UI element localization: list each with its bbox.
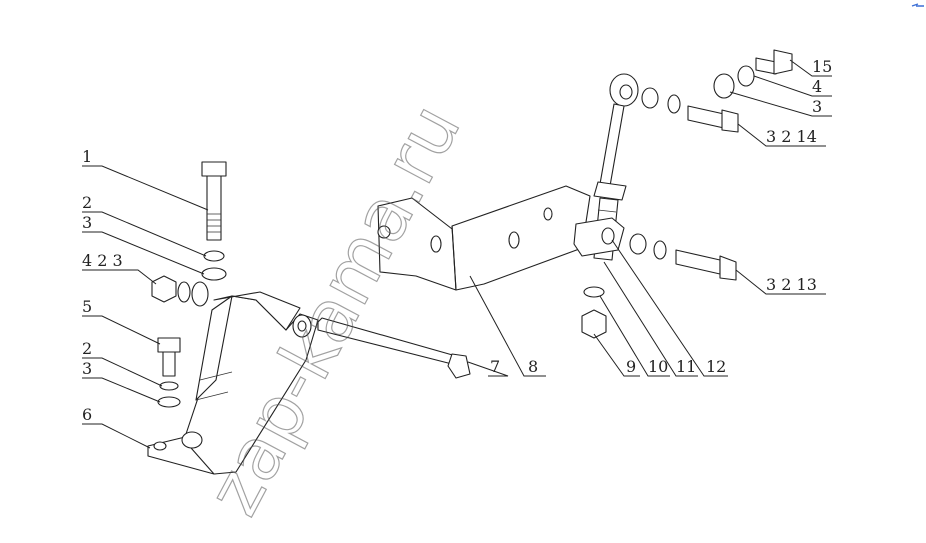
callout-9: 9 [626,357,636,376]
callout-2a: 2 [82,193,92,212]
washer-3c [713,73,735,99]
callout-12: 12 [706,357,726,376]
washer-2-left [177,281,191,303]
washer-2b [159,381,179,391]
callout-10: 10 [648,357,668,376]
callout-11: 11 [676,357,696,376]
bolt-13 [629,233,737,281]
callout-2b: 2 [82,339,92,358]
callout-1: 1 [82,147,92,166]
callout-3a: 3 [82,213,92,232]
nut-4 [151,275,177,303]
callout-5: 5 [82,297,92,316]
callout-3b: 3 [82,359,92,378]
callout-3-2-13: 3 2 13 [766,275,817,294]
callout-6: 6 [82,405,92,424]
nut-9 [581,309,607,339]
bolt-15 [755,49,793,75]
parts-drawing [147,49,793,475]
washer-10 [583,286,605,298]
callout-8: 8 [528,357,538,376]
bolt-7 [317,317,471,379]
block-12 [573,217,625,257]
callout-15: 15 [812,57,832,76]
washer-3-left [191,281,209,307]
bolt-1 [201,161,227,241]
corner-mark-icon [911,3,924,7]
washer-3a [201,267,227,281]
callout-4-2-3: 4 2 3 [82,251,123,270]
callout-labels: 1 2 3 4 2 3 5 2 3 6 7 8 9 10 11 12 3 2 1… [82,57,832,424]
callout-3c: 3 [812,97,822,116]
bolt-5 [157,337,181,377]
callout-4b: 4 [812,77,822,96]
bracket-6 [147,291,319,475]
washer-4b [737,65,755,87]
bracket-8 [377,185,591,291]
washer-3b [157,396,181,408]
washer-2a [203,250,225,262]
callout-7: 7 [490,357,500,376]
callout-3-2-14: 3 2 14 [766,127,817,146]
leader-lines [82,59,832,449]
bolt-14 [641,87,739,133]
